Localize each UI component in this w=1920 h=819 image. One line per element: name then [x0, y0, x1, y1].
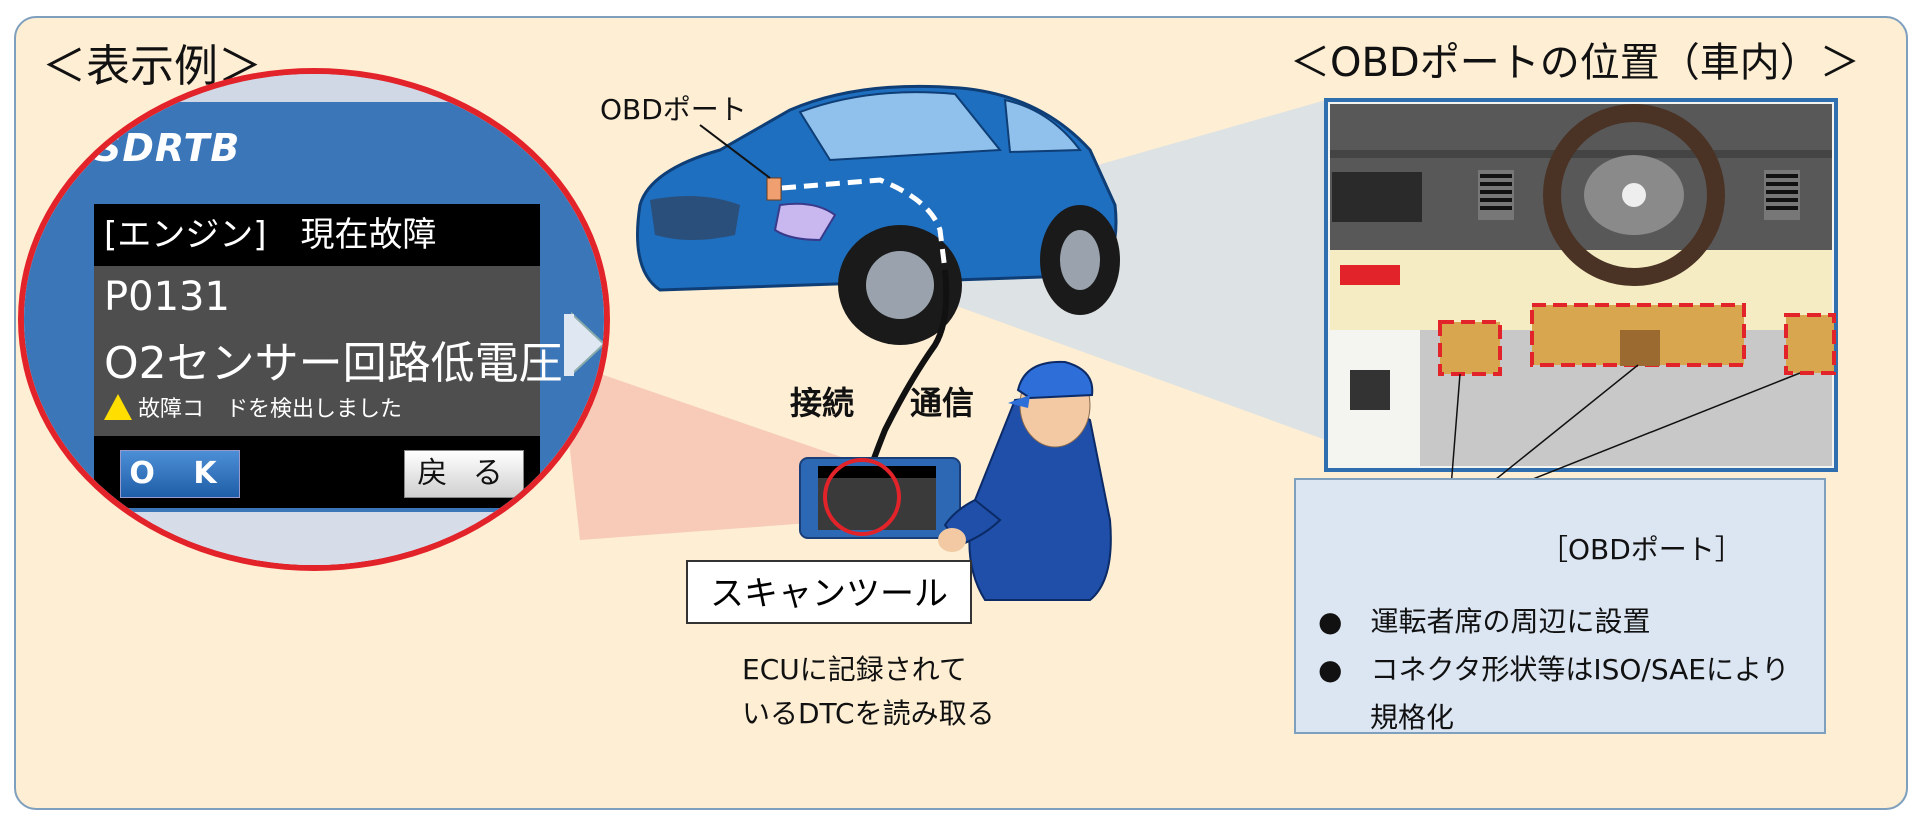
read-dtc-text: ECUに記録されて いるDTCを読み取る	[742, 648, 995, 736]
warning-icon	[104, 394, 132, 420]
zoom-beam	[560, 360, 850, 540]
communication-label: 通信	[910, 384, 975, 422]
screen-body	[94, 266, 540, 436]
zoomed-screen-circle: A SDRTB [エンジン] 現在故障 P0131 O2センサー回路低電圧 故障…	[18, 68, 610, 571]
port-info-list: ● 運転者席の周辺に設置 ● コネクタ形状等はISO/SAEにより 規格化	[1318, 600, 1789, 736]
svg-text:A: A	[154, 535, 168, 559]
bullet-dot-icon: ●	[1318, 605, 1371, 638]
obd-port-marker	[766, 177, 782, 201]
warning-text: 故障コ ドを検出しました	[138, 397, 403, 422]
read-dtc-line2: いるDTCを読み取る	[742, 697, 995, 730]
cable	[867, 269, 950, 471]
obd-location-title: ＜OBDポートの位置（車内）＞	[1290, 40, 1860, 86]
ok-button[interactable]: O K	[120, 450, 240, 498]
screen-header: [エンジン] 現在故障	[94, 204, 540, 266]
obd-port-caption: ［OBDポート］	[1540, 533, 1743, 566]
bullet-item: ● 運転者席の周辺に設置	[1318, 605, 1651, 638]
dtc-code: P0131	[104, 274, 230, 320]
car-illustration	[636, 84, 1120, 345]
dtc-description: O2センサー回路低電圧	[104, 338, 563, 389]
connect-label: 接続	[790, 384, 855, 422]
bullet-item: ● コネクタ形状等はISO/SAEにより	[1318, 653, 1790, 686]
interior-inset	[1324, 98, 1838, 472]
screen-brand: SDRTB	[94, 126, 241, 170]
obd-port-label: OBDポート	[600, 93, 747, 126]
scan-tool-device	[799, 457, 961, 539]
warning-message: 故障コ ドを検出しました	[104, 391, 402, 423]
port-info-box	[1294, 478, 1826, 734]
bullet-dot-icon: ●	[1318, 653, 1371, 686]
bullet-continuation: 規格化	[1370, 701, 1455, 734]
mechanic-illustration	[938, 360, 1112, 601]
back-button[interactable]: 戻 る	[404, 450, 524, 498]
read-dtc-line1: ECUに記録されて	[742, 653, 967, 686]
scan-tool-label: スキャンツール	[686, 560, 972, 624]
